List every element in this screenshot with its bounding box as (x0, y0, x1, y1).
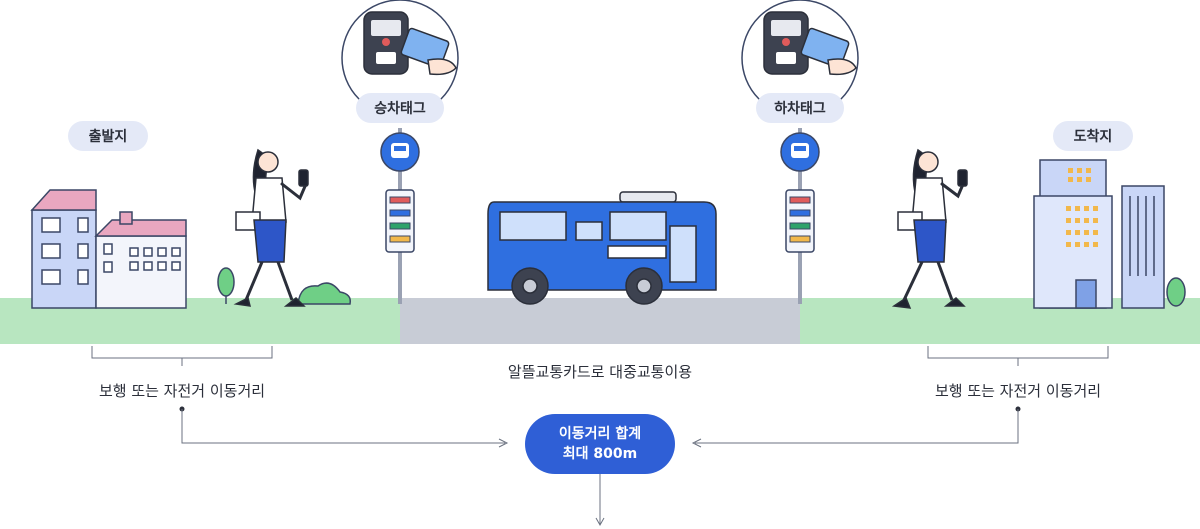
total-distance-value: 최대 800m (562, 446, 638, 462)
origin-label: 출발지 (68, 121, 148, 151)
road (400, 298, 800, 344)
bracket-left (91, 346, 273, 366)
total-distance-title: 이동거리 합계 (558, 426, 642, 442)
building-icon (1033, 159, 1165, 309)
walk-distance-left: 보행 또는 자전거 이동거리 (98, 382, 266, 400)
tree-icon (217, 267, 235, 304)
walk-distance-right: 보행 또는 자전거 이동거리 (934, 382, 1102, 400)
bracket-right (927, 346, 1109, 366)
transit-card-icon (800, 27, 850, 69)
connector-right (691, 406, 1021, 448)
tree-icon (1166, 277, 1186, 307)
total-distance-badge: 이동거리 합계 최대 800m (525, 414, 675, 474)
bus-icon (487, 191, 717, 305)
connector-left (179, 406, 509, 448)
destination-label: 도착지 (1053, 121, 1133, 151)
connector-down (595, 474, 605, 527)
bush-icon (297, 282, 352, 305)
transit-card-icon (400, 27, 450, 69)
board-tag-label: 승차태그 (356, 93, 444, 123)
alight-tag-label: 하차태그 (756, 93, 844, 123)
pedestrian-icon (233, 148, 309, 307)
card-reader-left (341, 0, 459, 117)
origin-buildings (30, 189, 187, 309)
bus-caption: 알뜰교통카드로 대중교통이용 (507, 363, 693, 381)
pedestrian-icon (891, 148, 968, 309)
card-reader-right (741, 0, 859, 117)
